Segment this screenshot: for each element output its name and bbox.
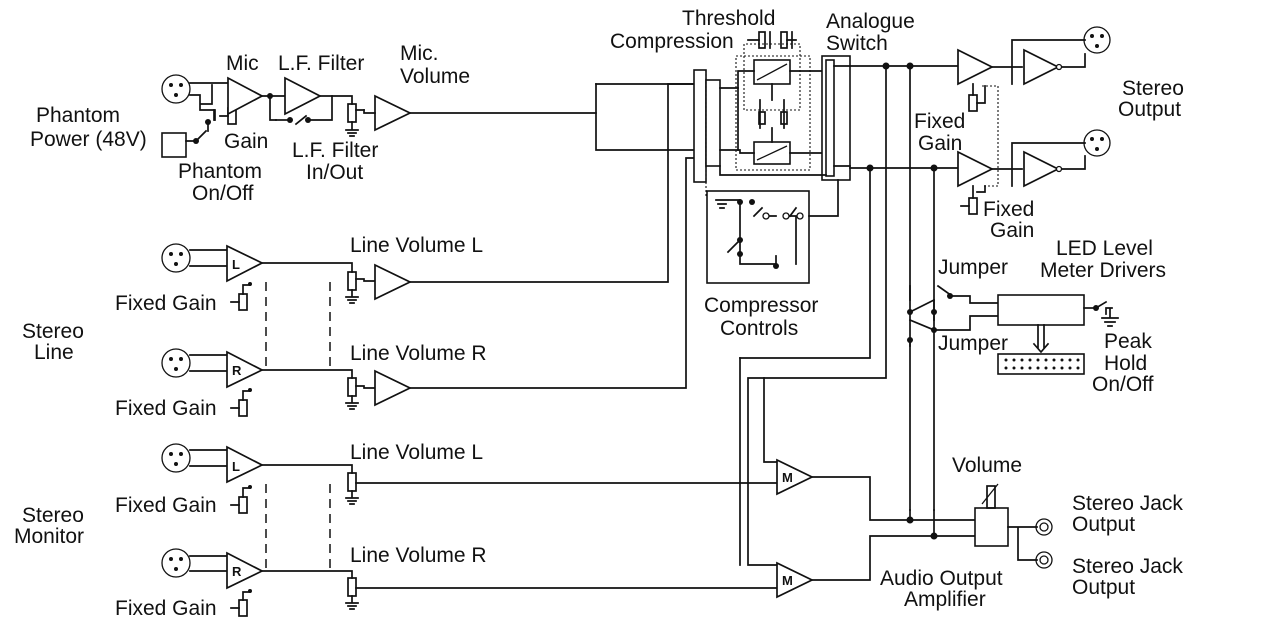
threshold-label: Threshold bbox=[682, 7, 775, 30]
line-volume-r-label-1: Line Volume R bbox=[350, 342, 487, 365]
led-bargraph bbox=[997, 353, 1085, 375]
mixer-m1-label: M bbox=[782, 470, 793, 485]
phantom-power-box bbox=[161, 132, 187, 158]
analogue-switch-label-1: Analogue bbox=[826, 10, 915, 33]
fixed-gain-mid-label-1: Fixed bbox=[983, 198, 1034, 221]
lf-filter-amp bbox=[284, 76, 322, 116]
line-r-xlr-icon bbox=[161, 348, 191, 378]
stereo-output-l-xlr-icon bbox=[1083, 26, 1111, 54]
audio-amp-label-1: Audio Output bbox=[880, 567, 1003, 590]
stereo-output-r-xlr-icon bbox=[1083, 129, 1111, 157]
stereo-output-section bbox=[849, 26, 1111, 215]
jack-2-label-1: Stereo Jack bbox=[1072, 555, 1183, 578]
stereo-line-label-2: Line bbox=[34, 341, 74, 364]
monitor-r-amp bbox=[226, 551, 264, 590]
amp-l2-label: L bbox=[232, 459, 240, 474]
audio-output-amplifier bbox=[974, 507, 1009, 547]
line-volume-l-label-2: Line Volume L bbox=[350, 441, 483, 464]
stereo-monitor-section bbox=[161, 443, 778, 617]
mic-volume-amp bbox=[374, 94, 412, 132]
led-meter-driver-box bbox=[997, 294, 1085, 326]
labels: Phantom Power (48V) Mic Gain Phantom On/… bbox=[14, 7, 1184, 620]
line-l-amp bbox=[226, 244, 264, 283]
stereo-line-label-1: Stereo bbox=[22, 320, 84, 343]
jumper-bottom-label: Jumper bbox=[938, 332, 1008, 355]
mic-volume-label-1: Mic. bbox=[400, 42, 439, 65]
amp-r2-label: R bbox=[232, 564, 242, 579]
fixed-gain-top-label-1: Fixed bbox=[914, 110, 965, 133]
mic-volume-label-2: Volume bbox=[400, 65, 470, 88]
jack-1-label-1: Stereo Jack bbox=[1072, 492, 1183, 515]
monitor-r-xlr-icon bbox=[161, 548, 191, 578]
line-volume-l-label-1: Line Volume L bbox=[350, 234, 483, 257]
stereo-output-label-1: Stereo bbox=[1122, 77, 1184, 100]
lf-filter-inout-label-2: In/Out bbox=[306, 161, 363, 184]
phantom-onoff-label-1: Phantom bbox=[178, 160, 262, 183]
jack-1-label-2: Output bbox=[1072, 513, 1135, 536]
led-label-2: Meter Drivers bbox=[1040, 259, 1166, 282]
fixed-gain-top-label-2: Gain bbox=[918, 132, 962, 155]
jack-output-2-icon bbox=[1035, 551, 1053, 569]
stereo-monitor-label-1: Stereo bbox=[22, 504, 84, 527]
mic-xlr-input-icon bbox=[161, 74, 191, 104]
fixed-gain-label-1: Fixed Gain bbox=[115, 292, 217, 315]
fixed-gain-mid-label-2: Gain bbox=[990, 219, 1034, 242]
phantom-power-label-1: Phantom bbox=[36, 104, 120, 127]
lf-filter-label: L.F. Filter bbox=[278, 52, 364, 75]
mic-amp bbox=[227, 76, 264, 116]
stereo-line-section bbox=[161, 83, 701, 417]
line-volume-r-amp bbox=[374, 369, 412, 407]
phantom-onoff-label-2: On/Off bbox=[192, 182, 254, 205]
audio-output-section bbox=[776, 458, 1053, 599]
fixed-gain-label-3: Fixed Gain bbox=[115, 494, 217, 517]
lf-filter-inout-label-1: L.F. Filter bbox=[292, 139, 378, 162]
mixer-m2-label: M bbox=[782, 573, 793, 588]
stereo-output-label-2: Output bbox=[1118, 98, 1181, 121]
led-meter-section bbox=[739, 65, 1119, 566]
line-r-amp bbox=[226, 350, 264, 389]
amp-l-label: L bbox=[232, 257, 240, 272]
line-volume-r-label-2: Line Volume R bbox=[350, 544, 487, 567]
jack-output-1-icon bbox=[1035, 518, 1053, 536]
amp-r-label: R bbox=[232, 363, 242, 378]
fixed-gain-label-4: Fixed Gain bbox=[115, 597, 217, 620]
output-r-fixed-amp bbox=[957, 150, 994, 188]
output-r-buffer-amp bbox=[1023, 150, 1060, 188]
compressor-controls-label-2: Controls bbox=[720, 317, 798, 340]
peak-label-1: Peak bbox=[1104, 330, 1152, 353]
mixer-m2 bbox=[776, 561, 814, 599]
volume-label: Volume bbox=[952, 454, 1022, 477]
mixer-m1 bbox=[776, 458, 814, 496]
monitor-l-xlr-icon bbox=[161, 443, 191, 473]
gain-label: Gain bbox=[224, 130, 268, 153]
compression-label: Compression bbox=[610, 30, 734, 53]
line-volume-l-amp bbox=[374, 263, 412, 301]
jumper-top-label: Jumper bbox=[938, 256, 1008, 279]
mic-label: Mic bbox=[226, 52, 259, 75]
audio-amp-label-2: Amplifier bbox=[904, 588, 986, 611]
mic-section bbox=[161, 74, 597, 158]
monitor-l-amp bbox=[226, 445, 264, 484]
stereo-monitor-label-2: Monitor bbox=[14, 525, 84, 548]
line-l-xlr-icon bbox=[161, 243, 191, 273]
peak-label-3: On/Off bbox=[1092, 373, 1154, 396]
jack-2-label-2: Output bbox=[1072, 576, 1135, 599]
led-label-1: LED Level bbox=[1056, 237, 1153, 260]
fixed-gain-label-2: Fixed Gain bbox=[115, 397, 217, 420]
phantom-power-label-2: Power (48V) bbox=[30, 128, 147, 151]
compressor-controls-panel bbox=[706, 190, 810, 284]
peak-label-2: Hold bbox=[1104, 352, 1147, 375]
compressor-controls-label-1: Compressor bbox=[704, 294, 818, 317]
compressor-section bbox=[595, 31, 851, 284]
output-l-buffer-amp bbox=[1023, 48, 1060, 86]
analogue-switch-label-2: Switch bbox=[826, 32, 888, 55]
output-l-fixed-amp bbox=[957, 48, 994, 86]
